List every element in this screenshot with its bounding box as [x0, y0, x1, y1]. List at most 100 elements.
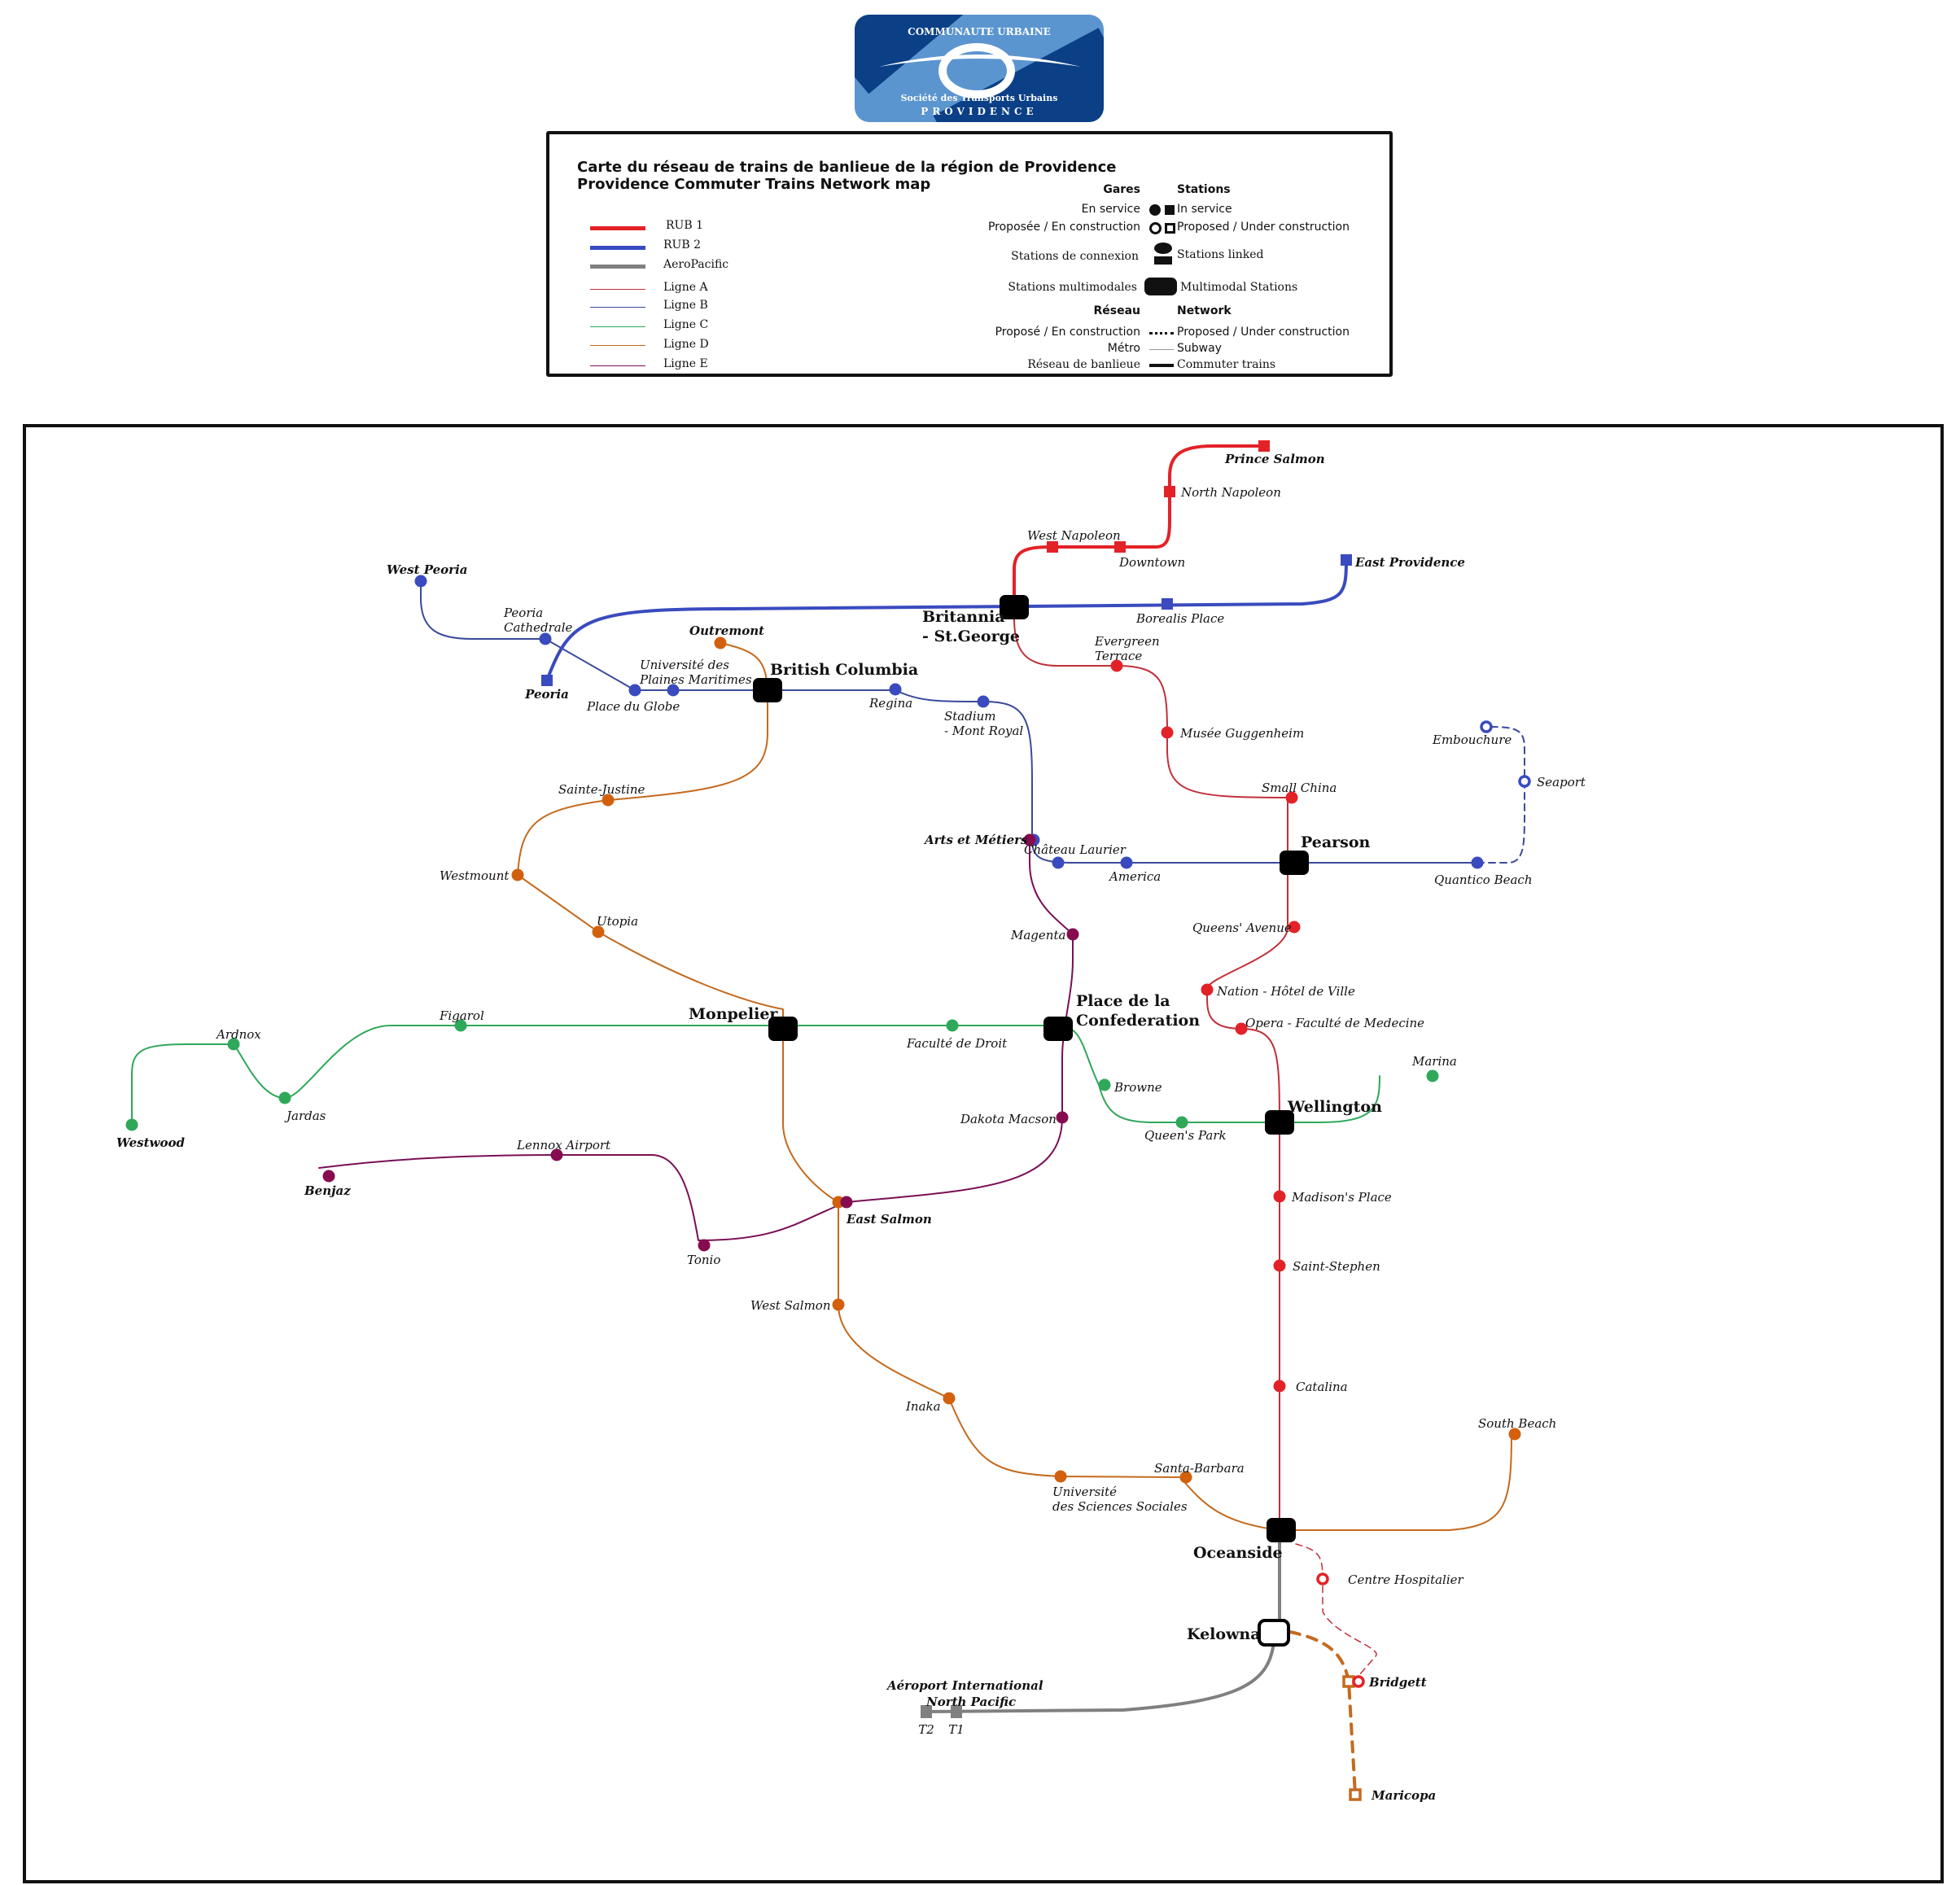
magenta-label: Magenta — [1010, 928, 1065, 942]
saint-stephen-station-icon[interactable] — [1273, 1259, 1286, 1272]
queens-avenue-station-icon[interactable] — [1288, 921, 1301, 934]
key-net-proposed-en: Proposed / Under construction — [1177, 326, 1350, 339]
jardas-station-icon[interactable] — [278, 1091, 291, 1104]
logo: COMMUNAUTE URBAINE Société des Transport… — [855, 15, 1104, 122]
arts-et-metiers-station-icon[interactable] — [1023, 833, 1036, 846]
west-napoleon-station-icon[interactable] — [1047, 541, 1058, 553]
catalina-label: Catalina — [1296, 1380, 1348, 1394]
downtown-station-icon[interactable] — [1114, 541, 1126, 553]
prince-salmon-station-icon[interactable] — [1258, 440, 1270, 452]
downtown-label: Downtown — [1118, 555, 1185, 570]
place-confed-2-label: Confederation — [1076, 1012, 1200, 1030]
evergreen-terrace-station-icon[interactable] — [1110, 659, 1123, 672]
figarol-station-icon[interactable] — [454, 1019, 467, 1032]
legend-label-ligne-c: Ligne C — [663, 318, 709, 331]
faculte-droit-station-icon[interactable] — [946, 1019, 959, 1032]
dakota-macson-station-icon[interactable] — [1056, 1111, 1069, 1124]
centre-hospitalier-label: Centre Hospitalier — [1348, 1572, 1464, 1587]
univ-plaines-2-label: Plaines Maritimes — [639, 672, 752, 687]
legend-swatch-rub2 — [590, 246, 645, 250]
catalina-station-icon[interactable] — [1273, 1380, 1286, 1393]
univ-sciences-station-icon[interactable] — [1054, 1470, 1067, 1483]
lennox-airport-station-icon[interactable] — [550, 1148, 563, 1161]
british-columbia-multimodal-station-icon[interactable] — [753, 678, 782, 702]
t1-station-icon[interactable] — [951, 1705, 962, 1718]
univ-sciences-2-label: des Sciences Sociales — [1052, 1499, 1188, 1514]
britannia-multimodal-station-icon[interactable] — [1000, 595, 1029, 619]
quantico-beach-label: Quantico Beach — [1434, 873, 1533, 887]
west-salmon-station-icon[interactable] — [832, 1298, 845, 1311]
magenta-station-icon[interactable] — [1066, 928, 1079, 941]
ardnox-station-icon[interactable] — [227, 1038, 240, 1051]
seaport-proposed-station-icon[interactable] — [1518, 775, 1531, 788]
bridgett-d-proposed-station-icon[interactable] — [1342, 1675, 1355, 1688]
stadium-1-label: Stadium — [944, 709, 996, 724]
outremont-station-icon[interactable] — [714, 636, 727, 649]
east-providence-station-icon[interactable] — [1341, 554, 1352, 566]
america-station-icon[interactable] — [1120, 856, 1133, 869]
nation-station-icon[interactable] — [1201, 983, 1214, 996]
peoria-station-icon[interactable] — [541, 675, 553, 686]
bridgett-proposed-station-icon[interactable] — [1352, 1675, 1365, 1688]
westmount-station-icon[interactable] — [511, 868, 524, 881]
legend-label-rub1: RUB 1 — [666, 219, 703, 232]
t2-label: T2 — [918, 1722, 934, 1737]
marina-station-icon[interactable] — [1426, 1069, 1439, 1082]
browne-station-icon[interactable] — [1098, 1078, 1111, 1091]
borealis-place-station-icon[interactable] — [1162, 598, 1173, 610]
kelowna-label: Kelowna — [1187, 1625, 1261, 1643]
chateau-laurier-station-icon[interactable] — [1052, 856, 1065, 869]
monpelier-multimodal-station-icon[interactable] — [768, 1017, 798, 1041]
west-peoria-station-icon[interactable] — [414, 575, 427, 588]
stadium-station-icon[interactable] — [977, 695, 990, 708]
small-china-label: Small China — [1262, 781, 1337, 795]
benjaz-station-icon[interactable] — [322, 1170, 335, 1183]
kelowna-multimodal-station-icon[interactable] — [1258, 1619, 1290, 1647]
peoria-cathedrale-station-icon[interactable] — [539, 632, 552, 645]
centre-hospitalier-proposed-station-icon[interactable] — [1316, 1572, 1329, 1585]
inaka-station-icon[interactable] — [943, 1392, 956, 1405]
opera-station-icon[interactable] — [1235, 1022, 1248, 1035]
pearson-multimodal-station-icon[interactable] — [1280, 851, 1309, 875]
regina-station-icon[interactable] — [889, 683, 902, 696]
madisons-place-station-icon[interactable] — [1273, 1190, 1286, 1203]
t2-station-icon[interactable] — [921, 1705, 932, 1718]
santa-barbara-station-icon[interactable] — [1179, 1471, 1192, 1484]
legend-swatch-ligne-c — [590, 326, 645, 327]
line-b-proposed-path — [1477, 726, 1525, 864]
maricopa-label: Maricopa — [1371, 1788, 1436, 1803]
monpelier-label: Monpelier — [689, 1005, 778, 1023]
oceanside-multimodal-station-icon[interactable] — [1267, 1518, 1296, 1542]
sainte-justine-station-icon[interactable] — [602, 794, 615, 807]
legend-title: Carte du réseau de trains de banlieue de… — [577, 159, 1117, 193]
musee-guggenheim-station-icon[interactable] — [1161, 726, 1174, 739]
key-in-service-en: In service — [1177, 203, 1232, 216]
line-d-path — [517, 642, 1512, 1531]
westwood-station-icon[interactable] — [125, 1118, 138, 1131]
westmount-label: Westmount — [440, 868, 510, 883]
quantico-beach-station-icon[interactable] — [1471, 856, 1484, 869]
place-du-globe-station-icon[interactable] — [628, 684, 641, 697]
univ-plaines-1-label: Université des — [640, 658, 729, 672]
maricopa-proposed-station-icon[interactable] — [1349, 1788, 1362, 1801]
south-beach-station-icon[interactable] — [1508, 1428, 1521, 1441]
aeropacific-path — [924, 1537, 1281, 1713]
utopia-label: Utopia — [597, 914, 638, 929]
key-circle-open-icon — [1149, 222, 1162, 234]
line-d-proposed-path — [1288, 1630, 1357, 1796]
wellington-multimodal-station-icon[interactable] — [1265, 1110, 1294, 1135]
legend-title-fr: Carte du réseau de trains de banlieue de… — [577, 159, 1117, 176]
peoria-cathedrale-1-label: Peoria — [503, 606, 543, 620]
key-linked-circles-icon — [1154, 243, 1172, 254]
tonio-station-icon[interactable] — [698, 1239, 711, 1252]
west-peoria-label: West Peoria — [387, 562, 468, 577]
east-salmon-station-icon[interactable] — [840, 1196, 853, 1209]
small-china-station-icon[interactable] — [1285, 791, 1298, 804]
key-network-en: Network — [1177, 304, 1232, 317]
univ-plaines-station-icon[interactable] — [667, 684, 680, 697]
embouchure-proposed-station-icon[interactable] — [1480, 720, 1493, 733]
place-confederation-multimodal-station-icon[interactable] — [1043, 1017, 1073, 1041]
north-napoleon-station-icon[interactable] — [1164, 486, 1175, 497]
queens-park-station-icon[interactable] — [1175, 1116, 1188, 1129]
utopia-station-icon[interactable] — [592, 925, 605, 938]
